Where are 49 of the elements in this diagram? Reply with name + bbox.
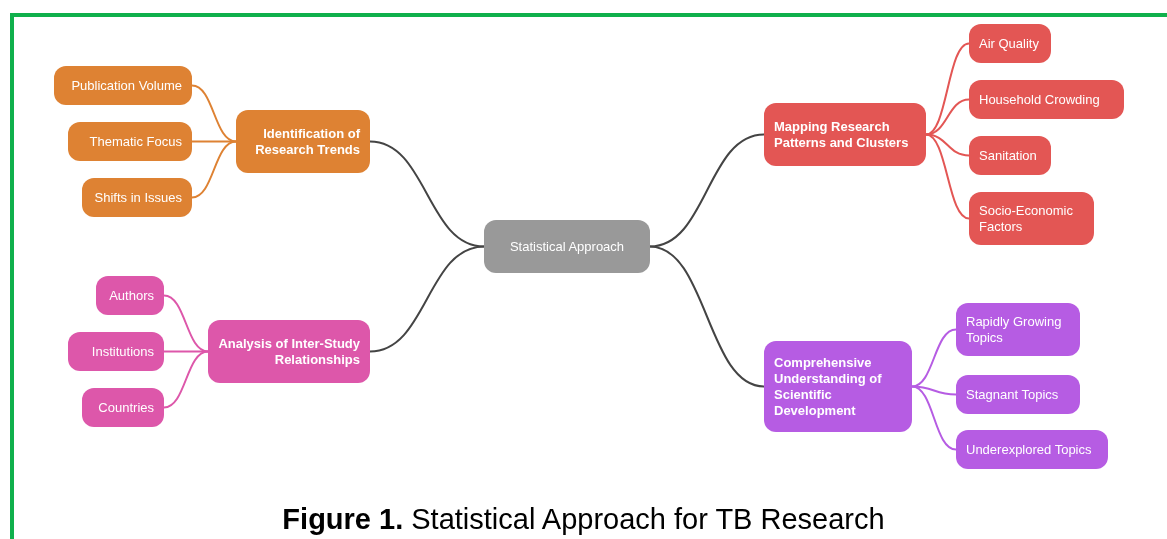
node-label: Thematic Focus xyxy=(89,133,182,150)
node-label: Comprehensive Understanding of Scientific Development xyxy=(774,354,883,419)
connector-line xyxy=(163,350,209,409)
node-label: Mapping Research Patterns and Clusters xyxy=(774,118,910,151)
subtopic-box xyxy=(969,24,1051,63)
connector-line xyxy=(369,140,485,248)
subtopic-box xyxy=(969,80,1124,119)
node-label: Analysis of Inter-Study Relationships xyxy=(218,335,360,368)
node-label: Air Quality xyxy=(979,35,1039,52)
branch-topic-box xyxy=(236,110,370,173)
figure-caption: Figure 1. Statistical Approach for TB Research xyxy=(282,503,885,535)
connector-line xyxy=(369,245,485,353)
node-label: Authors xyxy=(109,287,154,304)
node-label: Countries xyxy=(98,399,154,416)
subtopic-box xyxy=(54,66,192,105)
subtopic-box xyxy=(82,178,192,217)
node-label: Household Crowding xyxy=(979,91,1100,108)
subtopic-box xyxy=(82,388,164,427)
node-label: Sanitation xyxy=(979,147,1037,164)
subtopic-box xyxy=(956,430,1108,469)
central-topic-box xyxy=(484,220,650,273)
connector-line xyxy=(911,385,957,451)
connector-line xyxy=(649,245,765,388)
node-label: Identification of Research Trends xyxy=(254,125,360,158)
branch-topic-box xyxy=(208,320,370,383)
node-label: Statistical Approach xyxy=(509,238,625,255)
connector-line xyxy=(925,133,970,220)
subtopic-box xyxy=(969,136,1051,175)
subtopic-box xyxy=(956,303,1080,356)
subtopic-box xyxy=(68,332,164,371)
subtopic-box xyxy=(68,122,192,161)
node-label: Rapidly Growing Topics xyxy=(966,313,1063,346)
node-label: Institutions xyxy=(91,343,154,360)
node-label: Publication Volume xyxy=(71,77,182,94)
connector-line xyxy=(911,328,957,388)
branch-topic-box xyxy=(764,341,912,432)
connector-line xyxy=(925,98,970,136)
subtopic-box xyxy=(956,375,1080,414)
node-label: Underexplored Topics xyxy=(966,441,1092,458)
subtopic-box xyxy=(96,276,164,315)
node-label: Shifts in Issues xyxy=(94,189,182,206)
connector-line xyxy=(649,133,765,248)
subtopic-box xyxy=(969,192,1094,245)
connector-line xyxy=(191,140,237,199)
connector-line xyxy=(163,294,209,353)
branch-topic-box xyxy=(764,103,926,166)
connector-line xyxy=(191,84,237,143)
node-label: Stagnant Topics xyxy=(966,386,1059,403)
node-label: Socio-Economic Factors xyxy=(979,202,1074,235)
